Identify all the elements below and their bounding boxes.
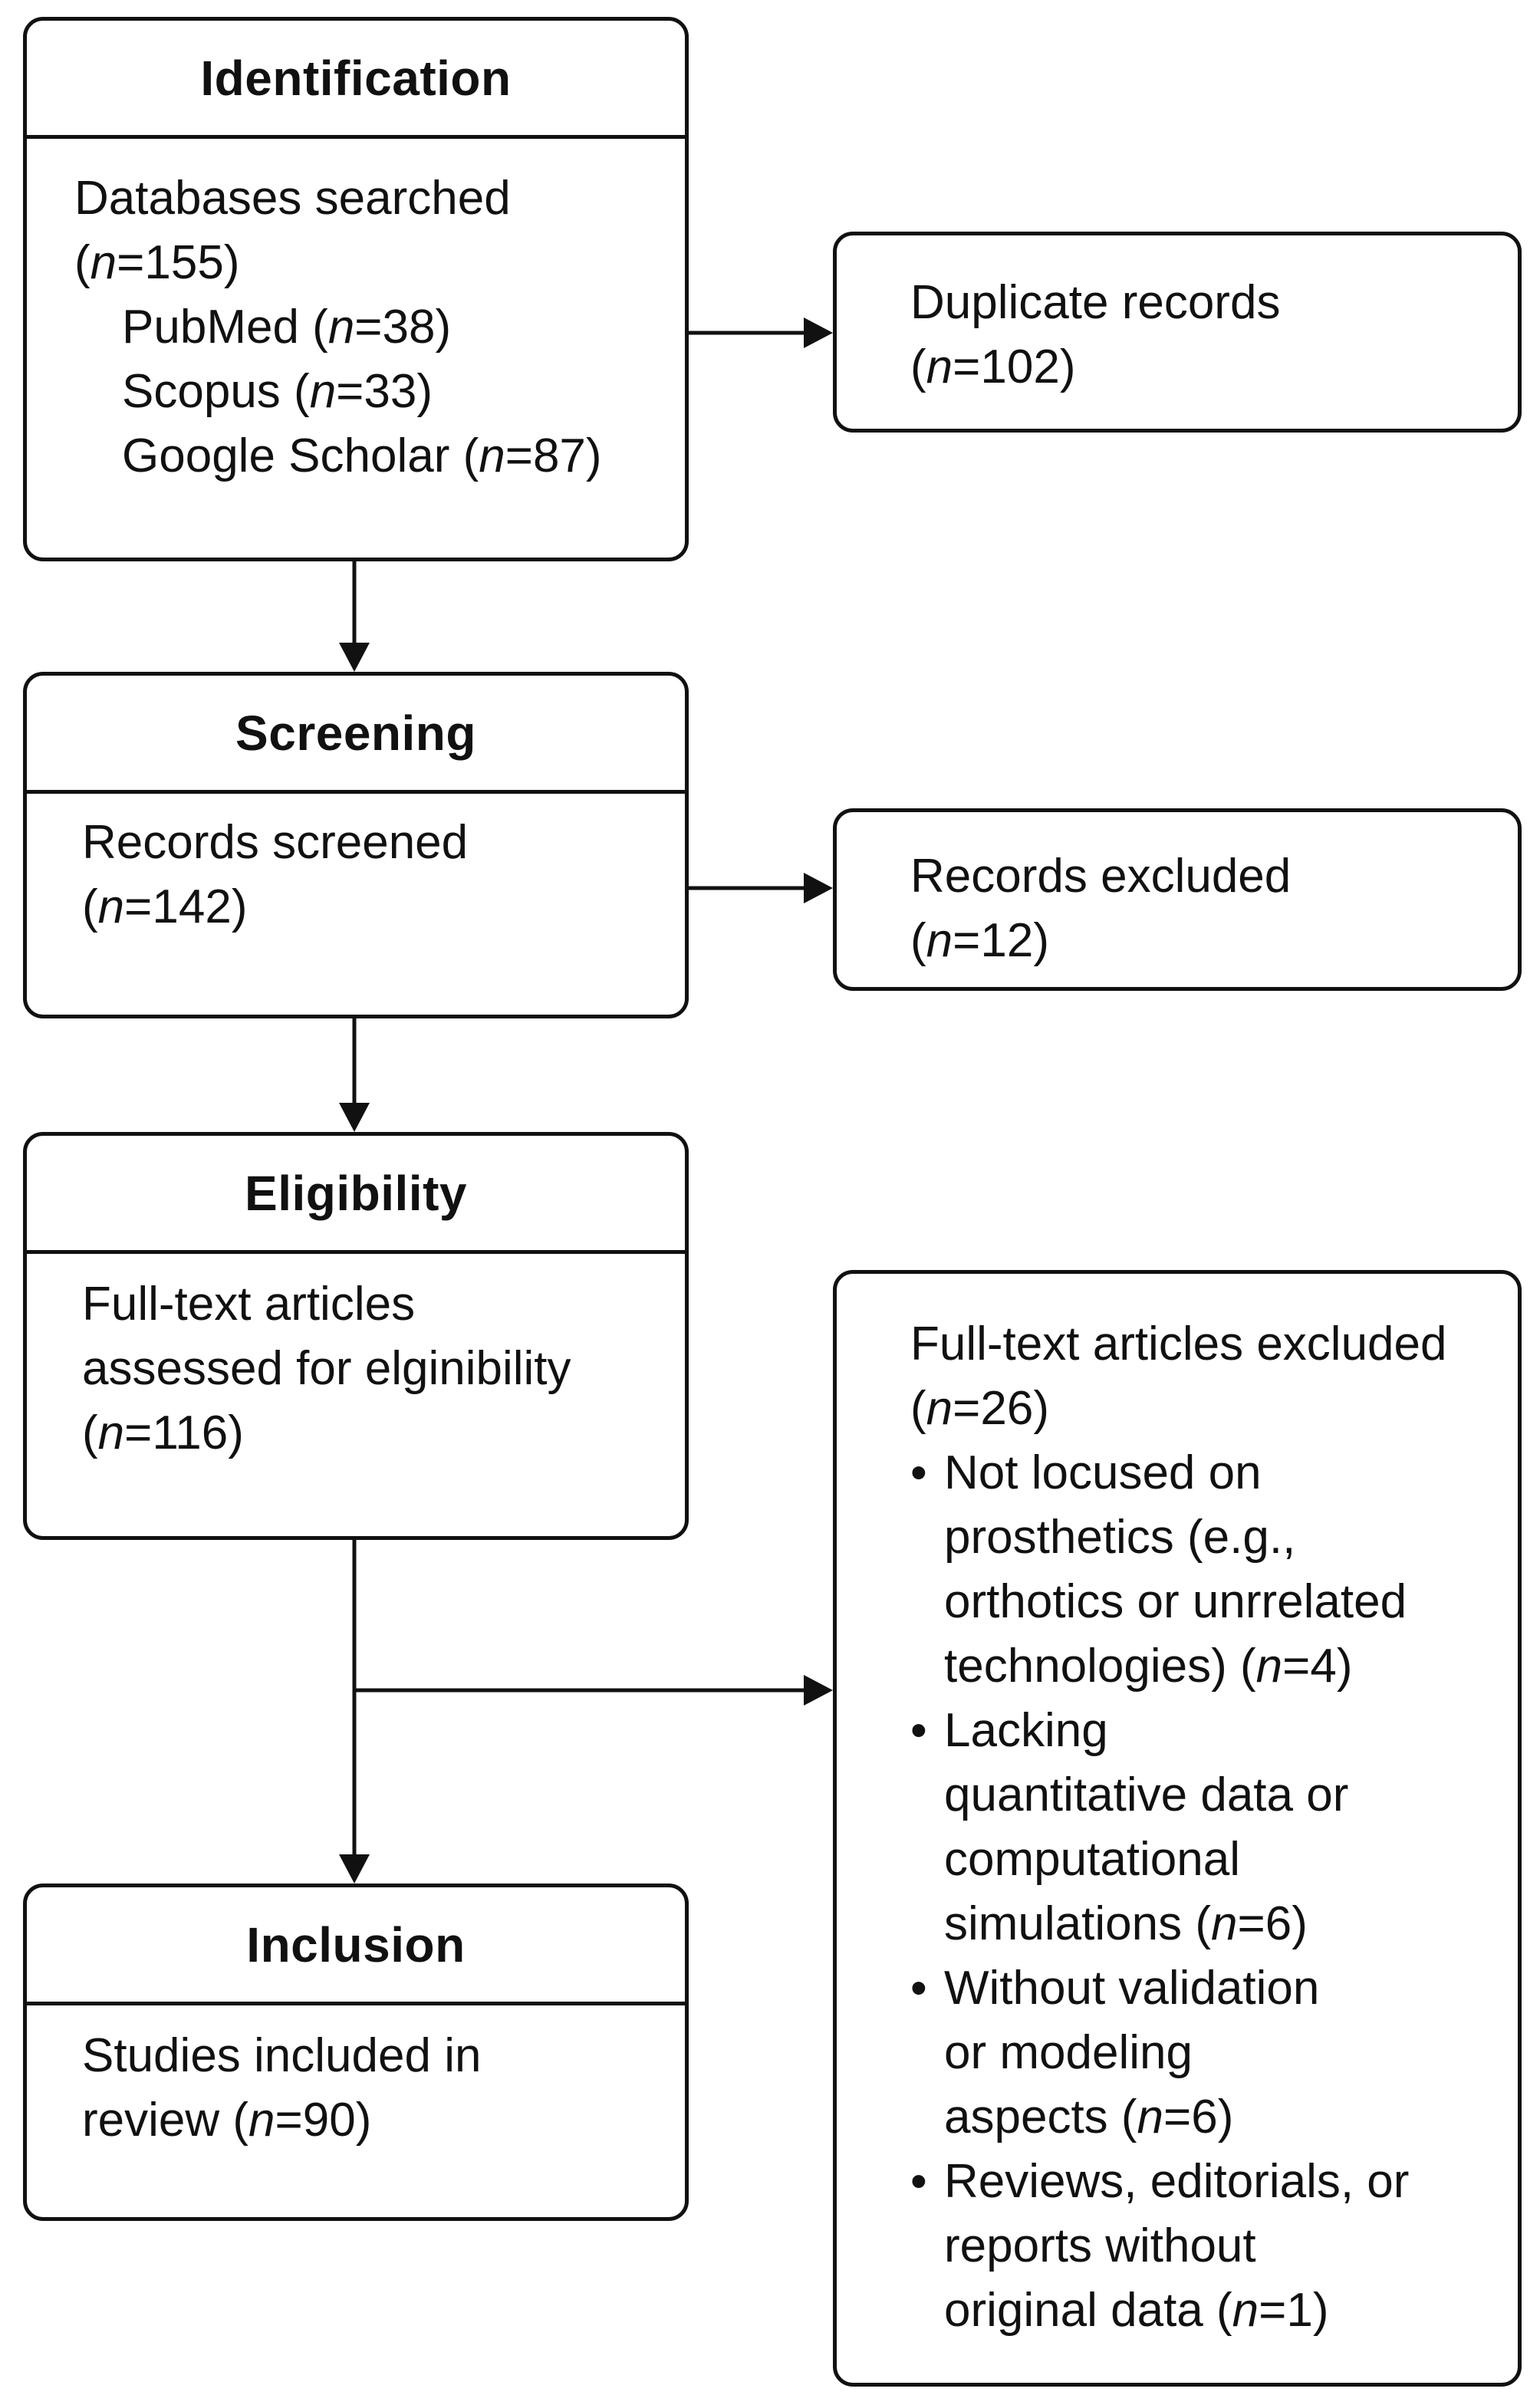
eligibility-count: (n=116) bbox=[82, 1406, 244, 1459]
inclusion-count: review (n=90) bbox=[82, 2094, 372, 2147]
bullet-icon: • bbox=[910, 1962, 927, 2015]
identification-box: Identification Databases searched (n=155… bbox=[23, 17, 689, 561]
screening-title: Screening bbox=[27, 676, 685, 794]
fulltext-excluded-label: Full-text articles excluded bbox=[910, 1318, 1447, 1370]
records-excluded-label: Records excluded bbox=[910, 850, 1292, 903]
arrowhead-duplicates bbox=[804, 317, 833, 348]
records-excluded-body: Records excluded (n=12) bbox=[910, 844, 1291, 973]
duplicates-count: (n=102) bbox=[910, 341, 1076, 393]
arrowhead-fulltext-excluded bbox=[804, 1675, 833, 1706]
inclusion-body: Studies included in review (n=90) bbox=[82, 2024, 481, 2153]
eligibility-body: Full-text articles assessed for elginibi… bbox=[82, 1272, 571, 1466]
exclusion-reasons-list: • Not locused on prosthetics (e.g., orth… bbox=[910, 1441, 1447, 2343]
eligibility-title: Eligibility bbox=[27, 1136, 685, 1254]
fulltext-excluded-body: Full-text articles excluded (n=26) • Not… bbox=[910, 1312, 1447, 2343]
identification-title-text: Identification bbox=[200, 50, 512, 106]
eligibility-line1: Full-text articles bbox=[82, 1278, 416, 1331]
screening-box: Screening Records screened (n=142) bbox=[23, 672, 689, 1018]
fulltext-excluded-box: Full-text articles excluded (n=26) • Not… bbox=[833, 1270, 1522, 2387]
screening-body: Records screened (n=142) bbox=[82, 811, 468, 939]
duplicates-body: Duplicate records (n=102) bbox=[910, 271, 1280, 400]
source-pubmed: PubMed (n=38) bbox=[122, 301, 452, 354]
identification-body: Databases searched (n=155) PubMed (n=38)… bbox=[74, 166, 602, 489]
bullet-icon: • bbox=[910, 1704, 927, 1757]
fulltext-excluded-count: (n=26) bbox=[910, 1382, 1049, 1435]
source-scopus: Scopus (n=33) bbox=[122, 365, 433, 418]
records-excluded-box: Records excluded (n=12) bbox=[833, 808, 1522, 991]
screening-label: Records screened bbox=[82, 816, 469, 869]
eligibility-line2: assessed for elginibility bbox=[82, 1342, 571, 1395]
eligibility-box: Eligibility Full-text articles assessed … bbox=[23, 1132, 689, 1540]
duplicates-box: Duplicate records (n=102) bbox=[833, 232, 1522, 433]
arrowhead-records-excluded bbox=[804, 873, 833, 903]
arrowhead-inclusion bbox=[339, 1854, 370, 1884]
inclusion-line1: Studies included in bbox=[82, 2029, 482, 2082]
databases-count: (n=155) bbox=[74, 236, 240, 289]
exclusion-reason-item: • Reviews, editorials, or reports withou… bbox=[910, 2150, 1447, 2343]
databases-label: Databases searched bbox=[74, 172, 511, 225]
screening-title-text: Screening bbox=[235, 705, 476, 761]
source-google-scholar: Google Scholar (n=87) bbox=[122, 429, 602, 482]
bullet-icon: • bbox=[910, 2155, 927, 2208]
identification-title: Identification bbox=[27, 21, 685, 139]
records-excluded-count: (n=12) bbox=[910, 914, 1049, 967]
inclusion-title: Inclusion bbox=[27, 1887, 685, 2005]
exclusion-reason-item: • Lacking quantitative data or computati… bbox=[910, 1699, 1447, 1956]
inclusion-title-text: Inclusion bbox=[246, 1916, 466, 1972]
exclusion-reason-item: • Without validation or modeling aspects… bbox=[910, 1956, 1447, 2150]
arrowhead-screening bbox=[339, 643, 370, 672]
inclusion-box: Inclusion Studies included in review (n=… bbox=[23, 1884, 689, 2221]
duplicates-label: Duplicate records bbox=[910, 276, 1281, 329]
bullet-icon: • bbox=[910, 1446, 927, 1499]
screening-count: (n=142) bbox=[82, 880, 248, 933]
arrowhead-eligibility bbox=[339, 1103, 370, 1132]
eligibility-title-text: Eligibility bbox=[245, 1165, 467, 1221]
exclusion-reason-item: • Not locused on prosthetics (e.g., orth… bbox=[910, 1441, 1447, 1699]
